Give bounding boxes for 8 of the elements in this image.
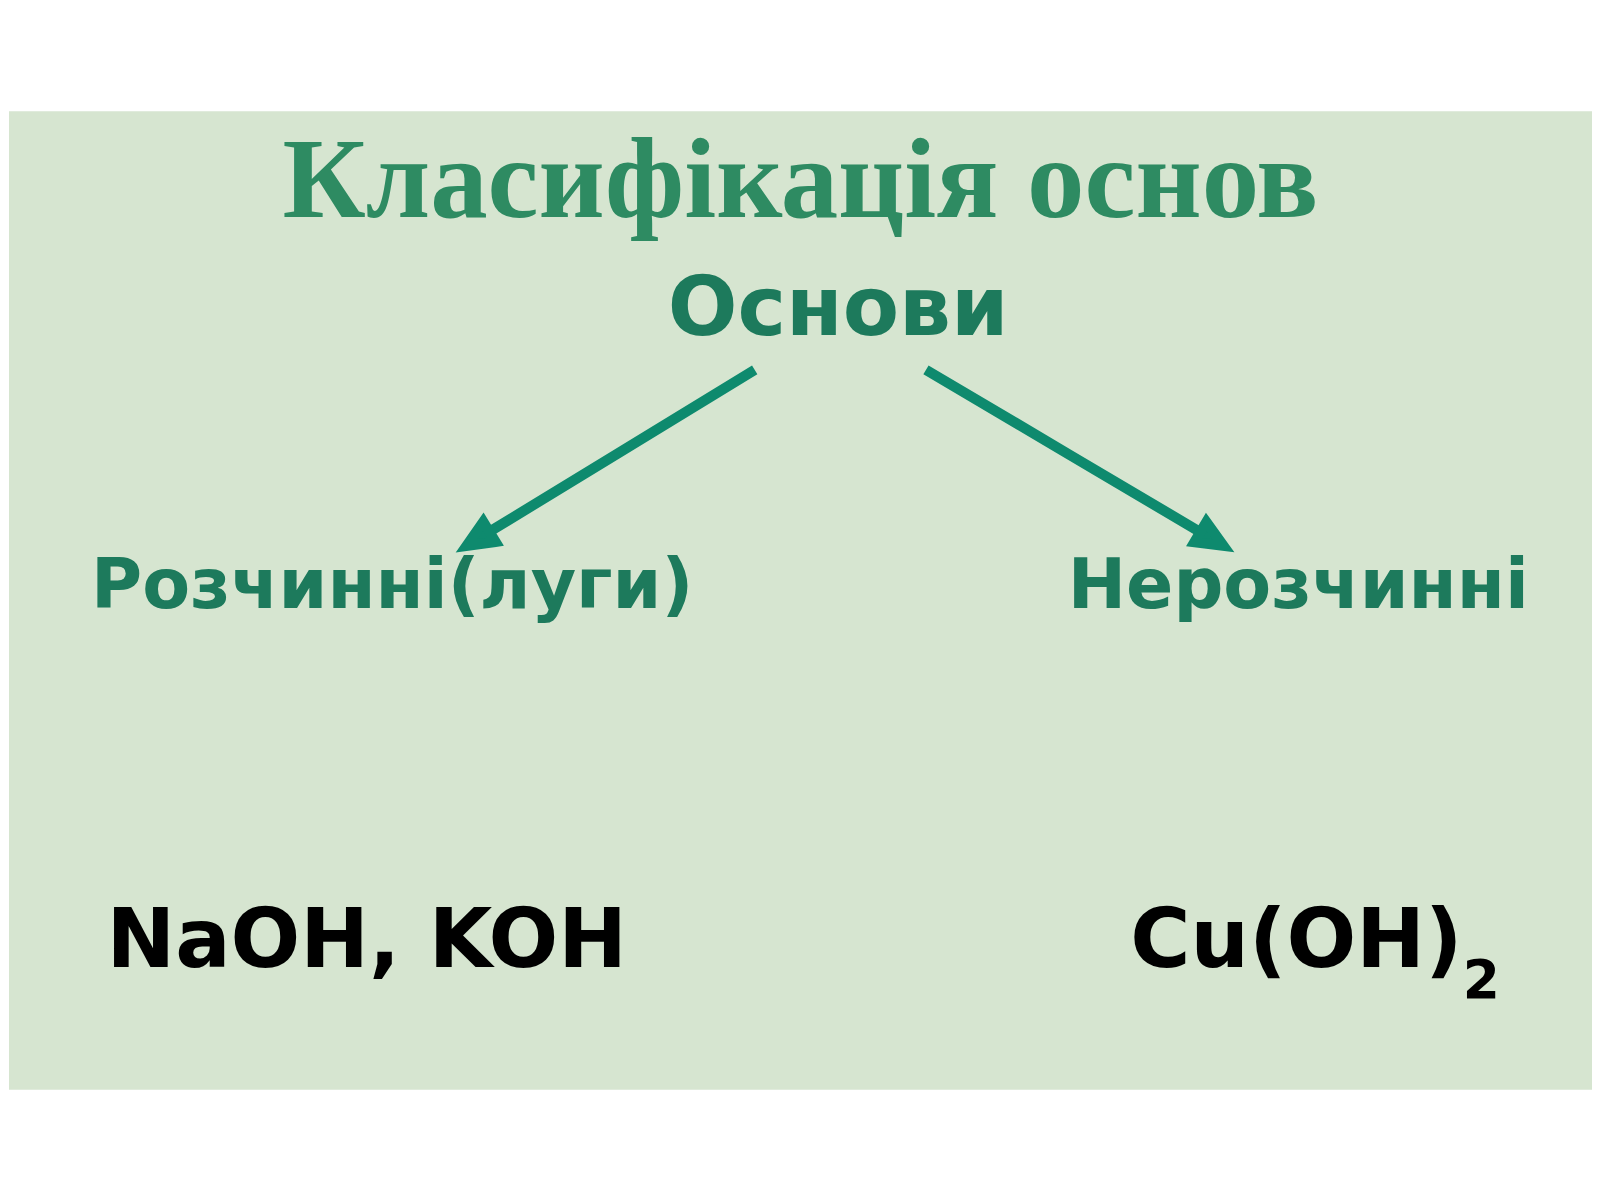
arrow — [455, 364, 757, 552]
arrow — [922, 364, 1234, 552]
node-text: Основи — [667, 258, 1009, 354]
node-text: Нерозчинні — [1067, 542, 1529, 624]
node-text: Розчинні(луги) — [90, 542, 693, 624]
diagram-title: Класифікація основ — [281, 114, 1318, 242]
label: Cu(OH)$_{2}$ — [1129, 890, 1500, 1011]
label: NaOH, KOH — [105, 890, 627, 986]
